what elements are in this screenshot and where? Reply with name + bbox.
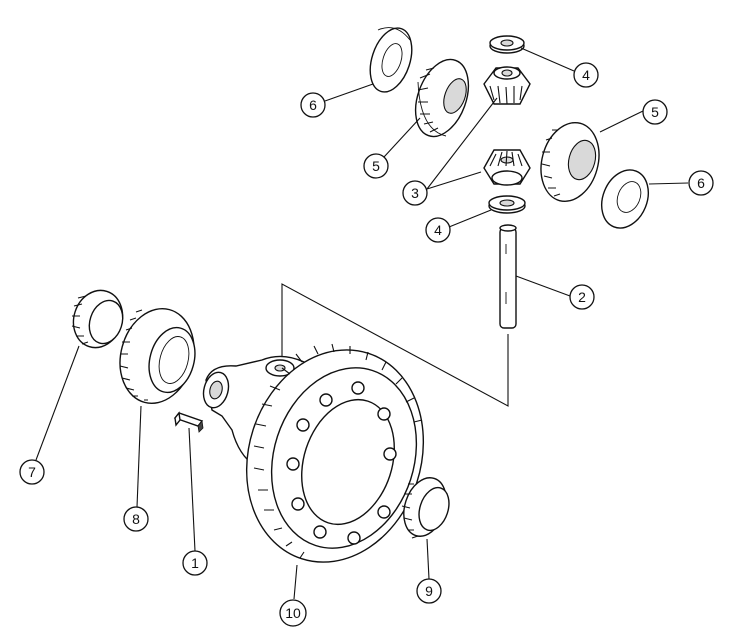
pinion-shaft xyxy=(499,224,517,329)
callout-1: 1 xyxy=(182,550,208,576)
pinion-washer-lower xyxy=(488,195,526,214)
callout-5-right: 5 xyxy=(642,99,668,125)
leader-lines xyxy=(35,47,689,600)
assembly-guide-line xyxy=(281,283,509,407)
bearing-left xyxy=(71,289,124,349)
pinion-washer-upper xyxy=(489,35,525,54)
callout-2-label: 2 xyxy=(578,289,586,305)
speedometer-drive-gear xyxy=(119,308,196,404)
bearing-right xyxy=(401,477,450,539)
key xyxy=(173,411,204,433)
callout-7-label: 7 xyxy=(28,464,36,480)
callout-9: 9 xyxy=(416,578,442,604)
pinion-gear-lower xyxy=(483,149,531,186)
callout-10-label: 10 xyxy=(285,605,301,621)
callout-4-upper-label: 4 xyxy=(582,67,590,83)
side-gear-upper xyxy=(414,58,470,138)
callout-4-lower: 4 xyxy=(425,217,451,243)
callout-6-upper: 6 xyxy=(300,92,326,118)
callout-2: 2 xyxy=(569,284,595,310)
callout-8-label: 8 xyxy=(132,511,140,527)
ring-gear xyxy=(245,343,425,563)
callout-5-upper: 5 xyxy=(363,153,389,179)
callout-1-label: 1 xyxy=(191,555,199,571)
thrust-washer-right xyxy=(601,169,649,229)
thrust-washer-upper xyxy=(369,27,413,93)
callout-4-lower-label: 4 xyxy=(434,222,442,238)
callout-6-right: 6 xyxy=(688,170,714,196)
callout-9-label: 9 xyxy=(425,583,433,599)
callout-6-right-label: 6 xyxy=(697,175,705,191)
callout-3: 3 xyxy=(402,180,428,206)
callout-10: 10 xyxy=(279,599,307,627)
side-gear-right xyxy=(540,121,600,203)
callout-3-label: 3 xyxy=(411,185,419,201)
callout-5-upper-label: 5 xyxy=(372,158,380,174)
callout-5-right-label: 5 xyxy=(651,104,659,120)
callout-4-upper: 4 xyxy=(573,62,599,88)
callout-6-upper-label: 6 xyxy=(309,97,317,113)
callout-7: 7 xyxy=(19,459,45,485)
pinion-gear-upper xyxy=(483,66,531,105)
callout-8: 8 xyxy=(123,506,149,532)
